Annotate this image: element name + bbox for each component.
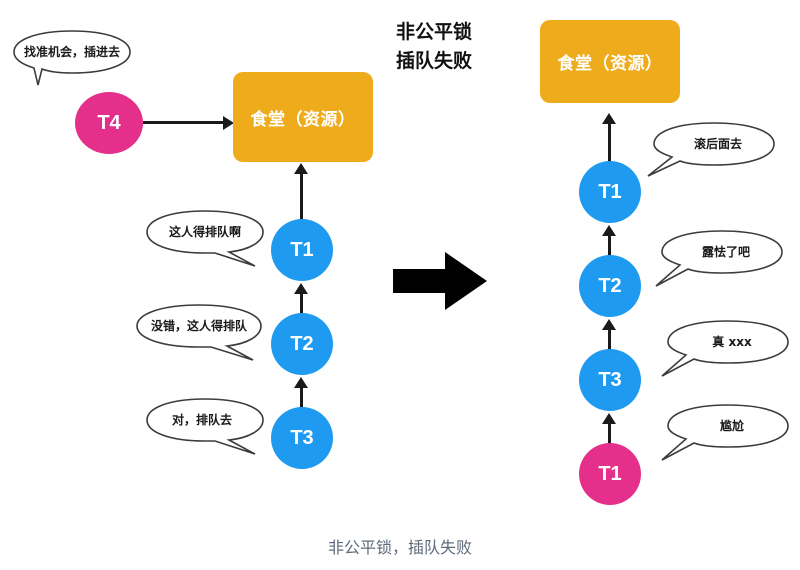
arrow-t1-to-resource-right — [608, 122, 611, 162]
thread-node-t3-left[interactable]: T3 — [271, 407, 333, 469]
resource-box-label: 食堂（资源） — [250, 109, 356, 130]
thread-node-label: T2 — [290, 332, 314, 355]
speech-bubble-text: 找准机会，插进去 — [23, 45, 120, 59]
speech-bubble-text: 滚后面去 — [693, 137, 742, 151]
thread-node-t2-left[interactable]: T2 — [271, 313, 333, 375]
speech-bubble-text: 露怯了吧 — [701, 245, 750, 259]
speech-bubble-t3-right: 真 xxx — [658, 318, 794, 380]
thread-node-label: T3 — [598, 368, 622, 391]
resource-box-right: 食堂（资源） — [540, 20, 680, 103]
speech-bubble-t3-left: 对，排队去 — [143, 396, 271, 458]
arrow-t2-to-t1-right — [608, 234, 611, 256]
speech-bubble-text: 对，排队去 — [171, 413, 232, 427]
thread-node-label: T4 — [97, 111, 121, 134]
speech-bubble-text: 真 xxx — [712, 335, 752, 349]
arrow-head-t3-to-t2-right — [602, 319, 616, 330]
arrow-head-t1-to-resource-right — [602, 113, 616, 124]
center-title: 非公平锁 插队失败 — [396, 18, 472, 77]
arrow-head-t1pink-to-t3-right — [602, 413, 616, 424]
arrow-t3-to-t2-left — [300, 386, 303, 408]
resource-box-left: 食堂（资源） — [233, 72, 373, 162]
speech-bubble-t2-right: 露怯了吧 — [652, 228, 788, 290]
arrow-t2-to-t1-left — [300, 292, 303, 314]
arrow-head-t4-to-resource — [223, 116, 234, 130]
arrow-head-t2-to-t1-right — [602, 225, 616, 236]
speech-bubble-t1pink-right: 尴尬 — [658, 402, 794, 464]
thread-node-t2-right[interactable]: T2 — [579, 255, 641, 317]
speech-bubble-t4-left: 找准机会，插进去 — [8, 28, 136, 90]
arrow-t1pink-to-t3-right — [608, 422, 611, 444]
thread-node-t1-right[interactable]: T1 — [579, 161, 641, 223]
arrow-t1-to-resource-left — [300, 172, 303, 220]
thread-node-label: T3 — [290, 426, 314, 449]
speech-bubble-text: 尴尬 — [719, 419, 744, 433]
transition-arrow-icon — [393, 250, 489, 312]
thread-node-t1-left[interactable]: T1 — [271, 219, 333, 281]
speech-bubble-t1-right: 滚后面去 — [644, 120, 780, 182]
thread-node-t1-pink-right[interactable]: T1 — [579, 443, 641, 505]
figure-caption: 非公平锁，插队失败 — [327, 538, 472, 557]
arrow-head-t3-to-t2-left — [294, 377, 308, 388]
arrow-t3-to-t2-right — [608, 328, 611, 350]
thread-node-label: T2 — [598, 274, 622, 297]
center-title-line1: 非公平锁 — [396, 21, 473, 43]
thread-node-t4[interactable]: T4 — [75, 92, 143, 154]
thread-node-label: T1 — [598, 180, 622, 203]
speech-bubble-t2-left: 没错，这人得排队 — [133, 302, 271, 364]
arrow-head-t2-to-t1-left — [294, 283, 308, 294]
thread-node-t3-right[interactable]: T3 — [579, 349, 641, 411]
speech-bubble-t1-left: 这人得排队啊 — [143, 208, 271, 270]
thread-node-label: T1 — [598, 462, 622, 485]
speech-bubble-text: 这人得排队啊 — [168, 225, 241, 239]
speech-bubble-text: 没错，这人得排队 — [150, 319, 247, 333]
thread-node-label: T1 — [290, 238, 314, 261]
arrow-t4-to-resource — [143, 121, 223, 124]
center-title-line2: 插队失败 — [396, 50, 473, 73]
resource-box-label: 食堂（资源） — [557, 54, 663, 74]
arrow-head-t1-to-resource-left — [294, 163, 308, 174]
